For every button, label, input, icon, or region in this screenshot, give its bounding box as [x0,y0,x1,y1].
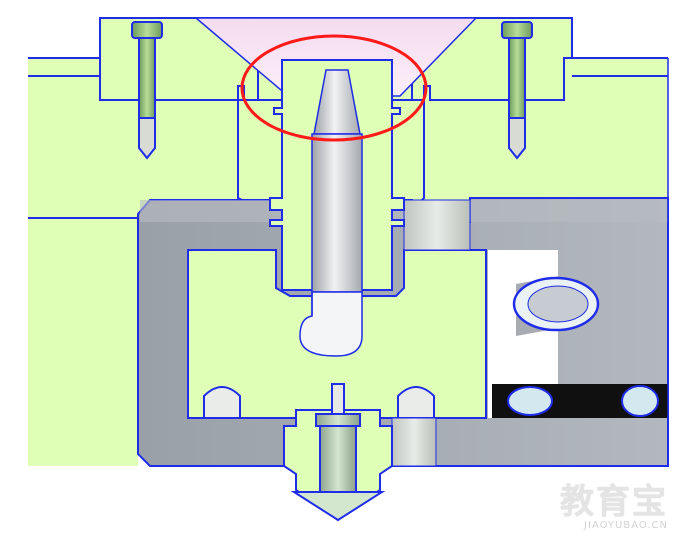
lower-block-right [391,417,437,467]
ejector-pin [315,383,361,493]
watermark: 教育宝 JIAOYUBAO.CN [560,484,668,532]
cavity-bump-right [397,386,435,419]
screw-left [131,21,163,160]
cavity-bump-left [203,386,241,419]
sprue-bushing [269,59,405,357]
sprue-puller [299,291,363,357]
watermark-en: JIAOYUBAO.CN [584,520,668,531]
nozzle-cone [193,17,478,97]
cooling-hole-right [621,385,659,417]
lower-plate-strip [28,218,138,466]
cooling-hole-left [507,386,553,416]
cooling-channel-upper-inner [527,285,589,323]
sprue-stem [311,133,363,293]
watermark-cn: 教育宝 [560,482,668,522]
highlight-ellipse [240,34,428,142]
guide-block [403,199,471,251]
screw-right [501,21,533,160]
